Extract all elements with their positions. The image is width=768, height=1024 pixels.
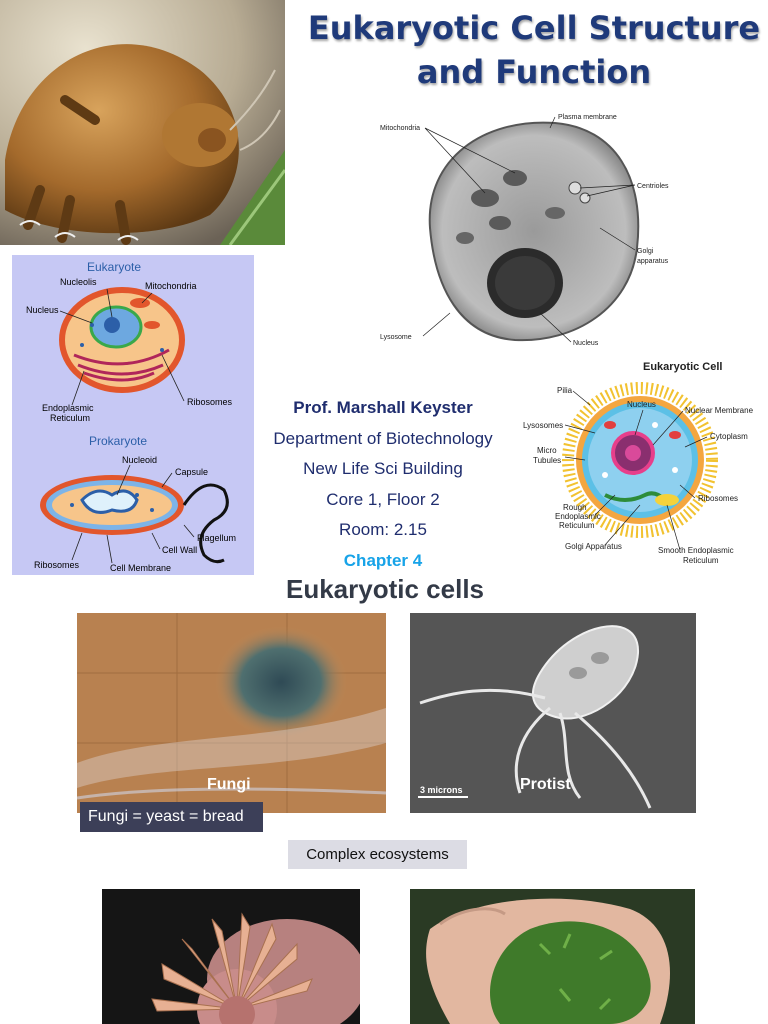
micrograph-nucleus-label: Nucleus	[573, 340, 599, 347]
micrograph-plasma-membrane-label: Plasma membrane	[558, 114, 617, 121]
chapter-link[interactable]: Chapter 4	[343, 550, 423, 570]
microtubules-label-2: Tubules	[533, 456, 561, 465]
golgi-apparatus-label: Golgi Apparatus	[565, 542, 622, 551]
prokaryote-ribosomes-label: Ribosomes	[34, 560, 80, 570]
nucleoid-label: Nucleoid	[122, 455, 157, 465]
fungi-caption: Fungi	[207, 776, 251, 793]
room: Room: 2.15	[339, 520, 427, 539]
eukaryote-heading: Eukaryote	[87, 260, 141, 274]
prokaryote-heading: Prokaryote	[89, 434, 147, 448]
smooth-er-label-2: Reticulum	[683, 556, 719, 565]
flagellum-label: Flagellum	[197, 533, 236, 543]
nucleolis-label: Nucleolis	[60, 277, 97, 287]
rough-er-label-2: Endoplasmic	[555, 512, 601, 521]
instructor-info: Prof. Marshall Keyster Department of Bio…	[248, 393, 518, 576]
rough-er-label-1: Rough	[563, 503, 587, 512]
fungi-photo: Fungi	[77, 613, 386, 813]
complex-ecosystems-note: Complex ecosystems	[288, 840, 467, 869]
nucleus-label: Nucleus	[26, 305, 59, 315]
cell-membrane-label: Cell Membrane	[110, 563, 171, 573]
slide-title: Eukaryotic Cell Structure and Function	[300, 6, 768, 94]
smooth-er-label-1: Smooth Endoplasmic	[658, 546, 734, 555]
slide-title-line-1: Eukaryotic Cell Structure	[307, 9, 761, 47]
micrograph-centrioles-label: Centrioles	[637, 183, 669, 190]
floor: Core 1, Floor 2	[326, 489, 440, 509]
micrograph-lysosome-label: Lysosome	[380, 334, 412, 341]
protist-photo: 3 microns Protist	[410, 613, 696, 813]
electron-micrograph: Mitochondria Plasma membrane Centrioles …	[375, 108, 760, 353]
cell-nucleus-label: Nucleus	[627, 400, 656, 409]
er-label-1: Endoplasmic	[42, 403, 94, 413]
nuclear-membrane-label: Nuclear Membrane	[685, 406, 754, 415]
er-label-2: Reticulum	[50, 413, 90, 423]
fungi-note: Fungi = yeast = bread	[80, 802, 263, 832]
micrograph-mitochondria-label: Mitochondria	[380, 125, 420, 132]
microtubules-label-1: Micro	[537, 446, 557, 455]
section-heading: Eukaryotic cells	[286, 574, 484, 604]
rough-er-label-3: Reticulum	[559, 521, 595, 530]
ribosomes-label: Ribosomes	[187, 397, 233, 407]
building: New Life Sci Building	[303, 459, 463, 478]
pilia-label: Pilia	[557, 386, 573, 395]
capsule-label: Capsule	[175, 467, 208, 477]
micrograph-golgi-label-1: Golgi	[637, 248, 654, 255]
department: Department of Biotechnology	[273, 428, 493, 448]
eukaryotic-cell-diagram: Eukaryotic Cell Pilia Nucleus Nuclear Me…	[515, 355, 768, 575]
parasite-photo	[102, 889, 360, 1024]
algae-hand-photo	[410, 889, 695, 1024]
eukaryotic-cell-title: Eukaryotic Cell	[643, 361, 722, 373]
professor-name: Prof. Marshall Keyster	[293, 398, 473, 417]
cell-comparison-diagram: Eukaryote Nucleolis Mitochondria Nucleus…	[12, 255, 254, 575]
scale-bar-label: 3 microns	[420, 785, 463, 795]
cell-ribosomes-label: Ribosomes	[698, 494, 738, 503]
cytoplasm-label: Cytoplasm	[710, 432, 748, 441]
mitochondria-label: Mitochondria	[145, 281, 197, 291]
lysosomes-label: Lysosomes	[523, 421, 563, 430]
protist-caption: Protist	[520, 776, 571, 793]
micrograph-golgi-label-2: apparatus	[637, 258, 669, 265]
slide-title-line-2: and Function	[416, 53, 652, 91]
cell-wall-label: Cell Wall	[162, 545, 197, 555]
tardigrade-photo	[0, 0, 285, 245]
